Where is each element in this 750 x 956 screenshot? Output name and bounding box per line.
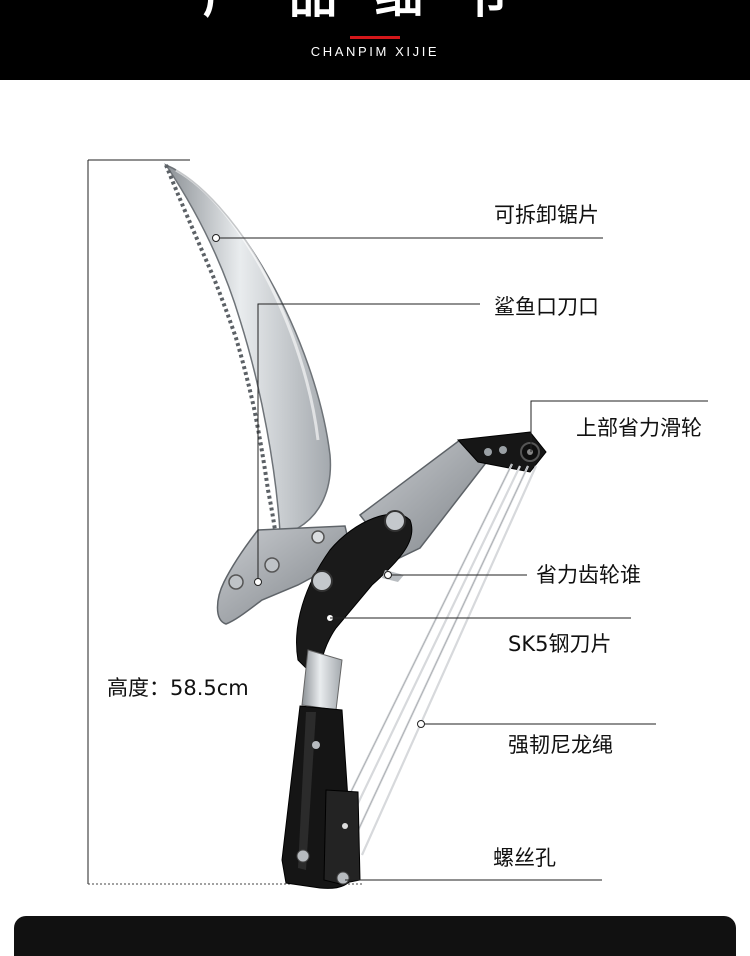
callout-detachable-saw-blade: 可拆卸锯片 — [494, 203, 599, 227]
callout-sk5-blade: SK5钢刀片 — [508, 632, 612, 656]
height-label: 高度：58.5cm — [107, 676, 249, 700]
saw-blade — [163, 163, 332, 533]
callout-screw-hole: 螺丝孔 — [493, 846, 556, 870]
hook-jaw — [216, 525, 353, 625]
callout-nylon-rope: 强韧尼龙绳 — [508, 733, 613, 757]
next-section-bar — [14, 916, 736, 956]
rope-outline — [342, 463, 529, 836]
section-subtitle: CHANPIM XIJIE — [310, 44, 440, 59]
title-underline — [350, 36, 400, 39]
callout-shark-mouth-edge: 鲨鱼口刀口 — [494, 295, 599, 319]
header-band: 产品细节 CHANPIM XIJIE — [0, 0, 750, 80]
callout-dots — [212, 234, 425, 728]
section-title: 产品细节 — [0, 0, 750, 22]
callout-upper-pulley: 上部省力滑轮 — [576, 416, 702, 440]
handle — [281, 705, 361, 889]
black-lever-body — [296, 510, 413, 682]
pole-shaft — [301, 649, 343, 711]
callout-gear: 省力齿轮谁 — [536, 563, 641, 587]
callout-lines — [216, 237, 708, 881]
